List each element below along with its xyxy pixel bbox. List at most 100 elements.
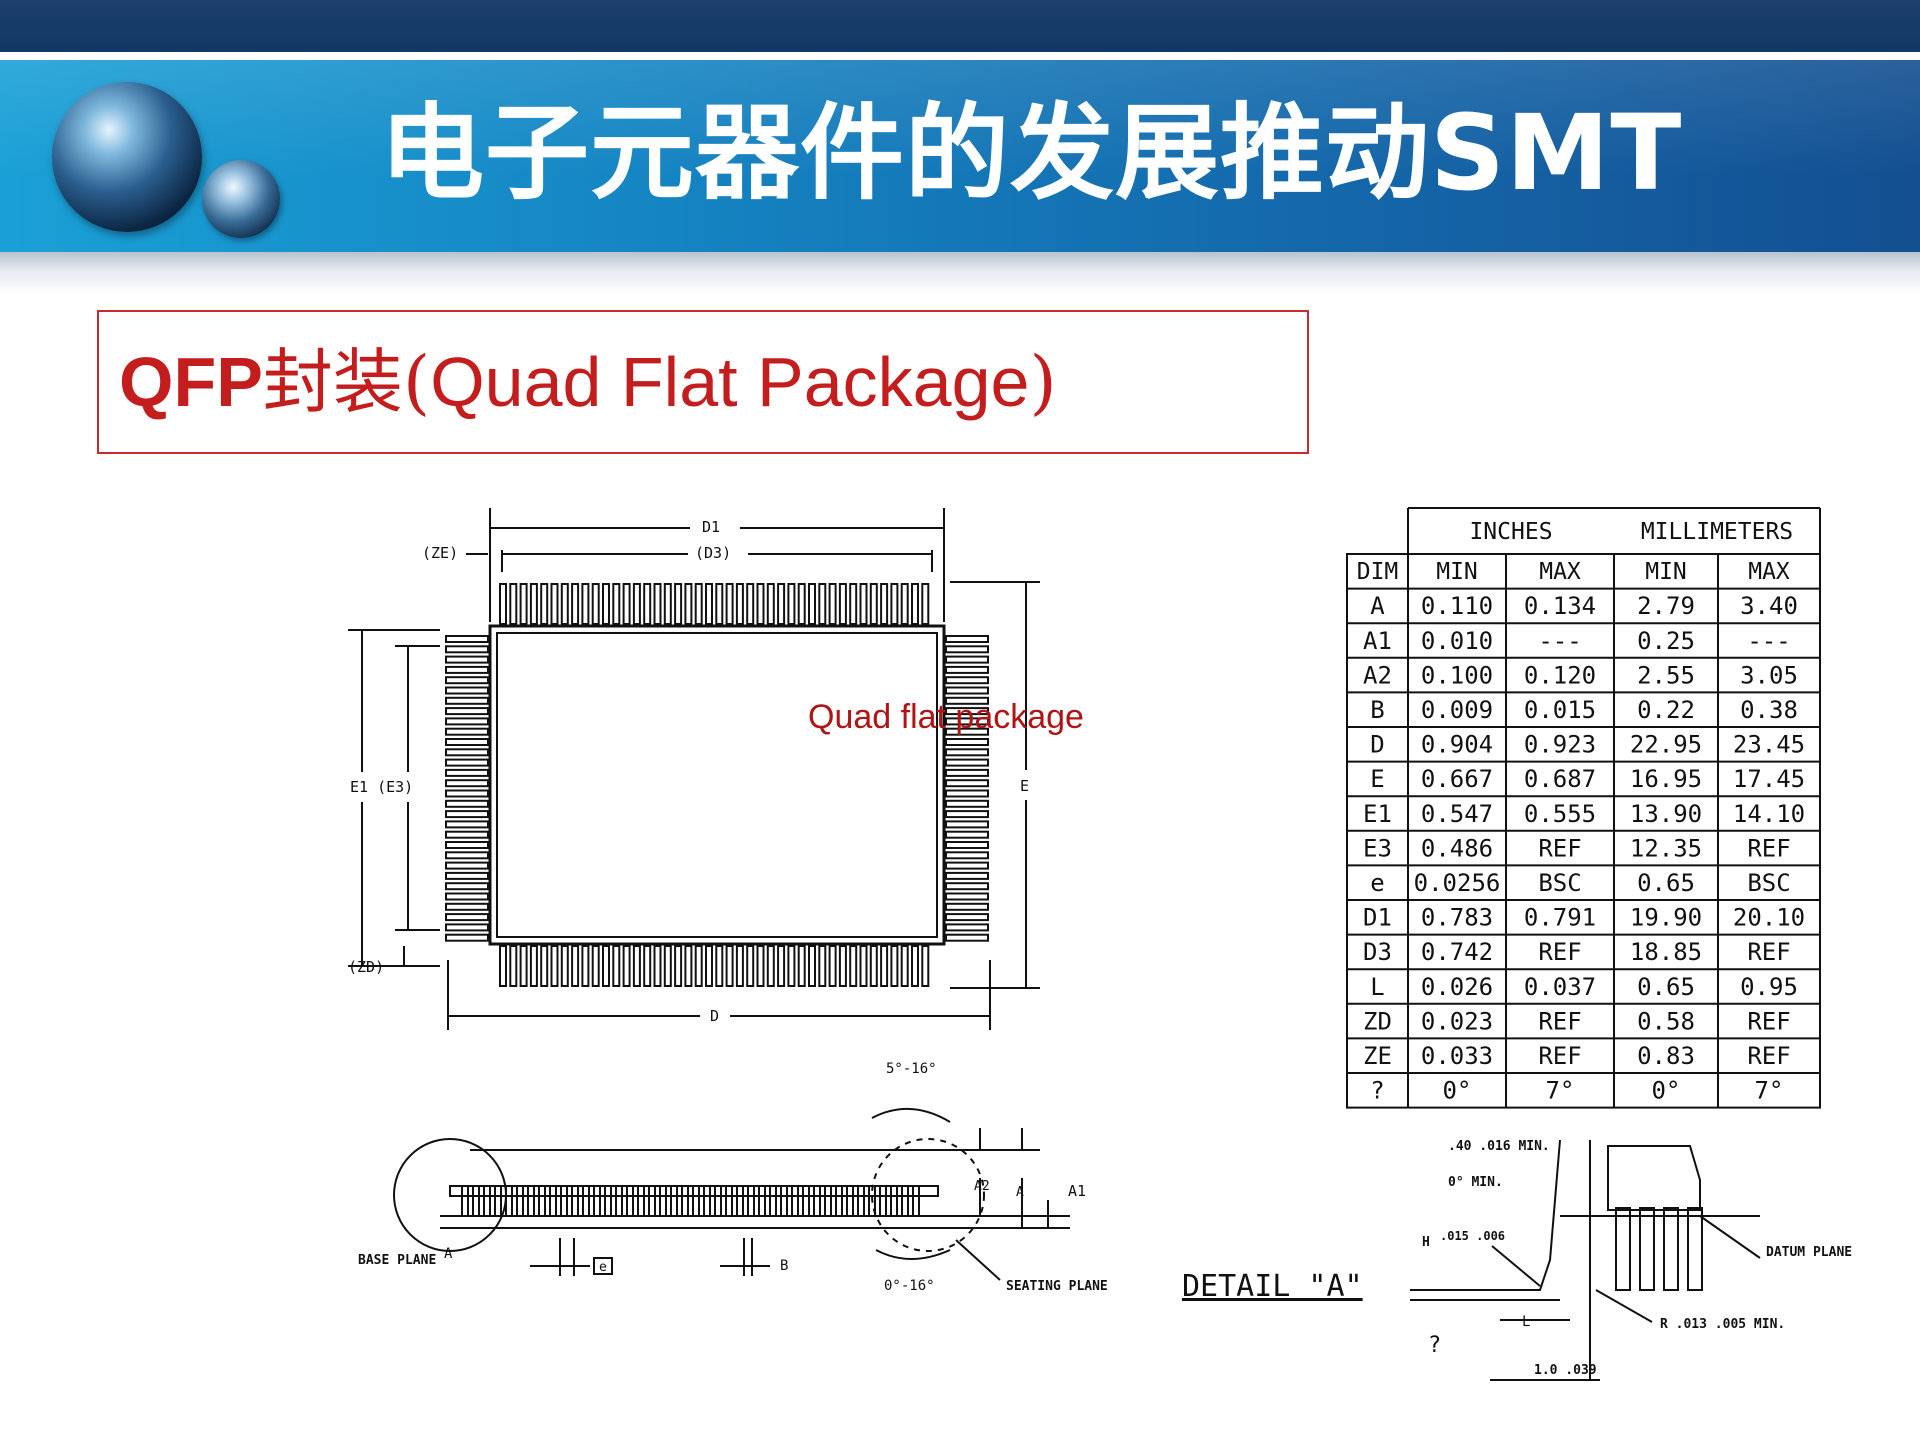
- label-l: L: [1522, 1314, 1530, 1330]
- subtitle-qfp: QFP: [119, 343, 263, 421]
- table-cell: 0.015: [1524, 696, 1596, 724]
- side-pin: [857, 1185, 865, 1217]
- pin: [445, 779, 489, 788]
- pin: [674, 945, 683, 987]
- pin: [612, 945, 621, 987]
- table-cell: 0.134: [1524, 592, 1596, 620]
- pin: [945, 645, 989, 654]
- pin: [519, 945, 528, 987]
- table-cell: 0.58: [1637, 1007, 1695, 1035]
- label-d: D: [710, 1007, 719, 1025]
- detail-a-circle: [393, 1138, 507, 1252]
- label-zero-min: 0° MIN.: [1448, 1175, 1503, 1190]
- table-cell: 0.120: [1524, 661, 1596, 689]
- pin: [591, 583, 600, 625]
- side-pin: [835, 1185, 843, 1217]
- table-cell: 3.05: [1740, 661, 1798, 689]
- pin: [859, 583, 868, 625]
- table-cell: 3.40: [1740, 592, 1798, 620]
- pin: [445, 727, 489, 736]
- title-banner: [0, 60, 1920, 252]
- table-cell: 0°: [1652, 1077, 1681, 1105]
- table-cell: 0.83: [1637, 1042, 1695, 1070]
- table-cell: 0.791: [1524, 904, 1596, 932]
- table-cell: 0.486: [1421, 834, 1493, 862]
- table-cell: 17.45: [1733, 765, 1805, 793]
- label-len: 1.0 .039: [1534, 1363, 1597, 1378]
- pin: [945, 871, 989, 880]
- pin: [766, 583, 775, 625]
- pin: [766, 945, 775, 987]
- pin: [560, 583, 569, 625]
- label-e-box: e: [599, 1260, 607, 1275]
- pin: [581, 945, 590, 987]
- pin: [705, 945, 713, 987]
- label-d1: D1: [702, 518, 720, 536]
- table-cell: REF: [1747, 1007, 1790, 1035]
- pin: [445, 696, 489, 705]
- side-pin: [769, 1185, 777, 1217]
- table-cell: D3: [1363, 938, 1392, 966]
- pin: [571, 583, 580, 625]
- label-datum-plane: DATUM PLANE: [1766, 1245, 1852, 1260]
- pin: [945, 882, 989, 891]
- pin: [445, 933, 489, 942]
- pin: [445, 655, 489, 664]
- side-pin: [824, 1185, 832, 1217]
- pin: [777, 945, 786, 987]
- subtitle-paren-close: ): [1029, 341, 1057, 423]
- pin: [797, 583, 806, 625]
- pin: [445, 748, 489, 757]
- side-pin: [725, 1185, 733, 1217]
- pin: [818, 945, 827, 987]
- side-pin: [901, 1185, 909, 1217]
- table-cell: 0.65: [1637, 973, 1695, 1001]
- table-cell: 0.65: [1637, 869, 1695, 897]
- table-cell: 0.22: [1637, 696, 1695, 724]
- pin: [643, 945, 652, 987]
- pin: [694, 583, 703, 625]
- table-cell: 22.95: [1630, 731, 1702, 759]
- table-cell: REF: [1747, 938, 1790, 966]
- label-b: B: [780, 1258, 788, 1274]
- pin: [777, 583, 786, 625]
- label-h: H: [1422, 1235, 1430, 1250]
- pin: [445, 707, 489, 716]
- side-pin: [637, 1185, 645, 1217]
- pin: [945, 717, 989, 726]
- table-cell: 0°: [1443, 1077, 1472, 1105]
- table-cell: REF: [1538, 1042, 1581, 1070]
- table-cell: 0.742: [1421, 938, 1493, 966]
- pin: [945, 779, 989, 788]
- table-cell: ZD: [1363, 1007, 1392, 1035]
- pin: [591, 945, 600, 987]
- pin: [945, 861, 989, 870]
- table-col-header: MAX: [1539, 559, 1581, 585]
- pin: [632, 945, 641, 987]
- pin: [445, 768, 489, 777]
- pin: [445, 892, 489, 901]
- table-cell: 0.25: [1637, 627, 1695, 655]
- table-cell: 0.687: [1524, 765, 1596, 793]
- side-pin: [703, 1185, 711, 1217]
- label-angle-top: 5°-16°: [886, 1061, 937, 1077]
- table-cell: 0.904: [1421, 731, 1493, 759]
- pin: [445, 717, 489, 726]
- pin: [643, 583, 652, 625]
- pins-left: [445, 635, 489, 942]
- table-cell: 16.95: [1630, 765, 1702, 793]
- header-divider: [0, 52, 1920, 60]
- label-e: E: [1020, 777, 1029, 795]
- pin: [663, 945, 672, 987]
- pin: [715, 945, 724, 987]
- pin: [445, 645, 489, 654]
- banner-shadow: [0, 252, 1920, 294]
- pin: [622, 583, 631, 625]
- pin: [445, 871, 489, 880]
- pin: [945, 696, 989, 705]
- pin: [945, 933, 989, 942]
- pin: [519, 583, 528, 625]
- side-pin: [560, 1185, 568, 1217]
